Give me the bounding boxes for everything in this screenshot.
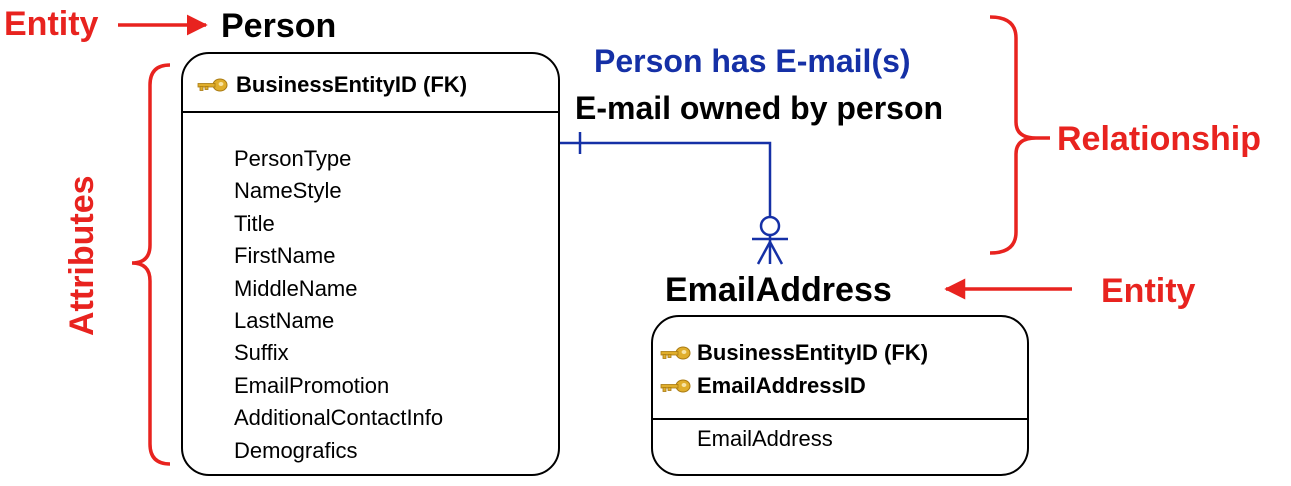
person-entity-title: Person: [221, 7, 337, 45]
email-key-field-1: BusinessEntityID (FK): [697, 340, 929, 365]
person-key-row: BusinessEntityID (FK): [194, 74, 467, 96]
attributes-label: Attributes: [63, 175, 101, 336]
relationship-line: [560, 141, 772, 217]
attribute-item: EmailPromotion: [234, 372, 390, 398]
attribute-item: Suffix: [234, 340, 289, 366]
person-attribute-list: PersonType NameStyle Title FirstName Mid…: [234, 143, 443, 467]
person-key-field: BusinessEntityID (FK): [236, 72, 468, 97]
email-entity-title: EmailAddress: [665, 271, 892, 309]
relationship-reverse-text: E-mail owned by person: [575, 90, 944, 126]
attribute-item: EmailAddress: [697, 426, 833, 451]
relationship-label: Relationship: [1057, 120, 1262, 158]
entity-label-right: Entity: [1101, 272, 1196, 310]
person-key-divider: [183, 111, 558, 113]
attribute-item: FirstName: [234, 243, 336, 269]
attribute-item: Demografics: [234, 437, 358, 463]
email-key-field-2: EmailAddressID: [697, 373, 866, 398]
email-key-row-1: BusinessEntityID (FK): [657, 342, 928, 364]
email-attribute-list: EmailAddress: [697, 423, 833, 455]
key-icon: [197, 78, 228, 92]
attribute-item: LastName: [234, 308, 335, 334]
relationship-forward-text: Person has E-mail(s): [594, 43, 911, 79]
attributes-brace: [131, 63, 171, 466]
entity-label-top: Entity: [4, 5, 99, 43]
person-entity-box[interactable]: BusinessEntityID (FK) PersonType NameSty…: [181, 52, 560, 476]
attribute-item: AdditionalContactInfo: [234, 405, 444, 431]
crows-foot-left: [756, 241, 772, 265]
key-icon: [660, 346, 691, 360]
cardinality-zero-mark: [759, 215, 781, 237]
attribute-item: PersonType: [234, 146, 352, 171]
attribute-item: Title: [234, 210, 275, 236]
key-icon: [660, 379, 691, 393]
email-key-row-2: EmailAddressID: [657, 375, 866, 397]
email-key-divider: [653, 418, 1027, 420]
attribute-item: MiddleName: [234, 275, 358, 301]
attribute-item: NameStyle: [234, 178, 342, 204]
email-entity-box[interactable]: BusinessEntityID (FK) EmailAddressID Ema…: [651, 315, 1029, 476]
crows-foot-right: [768, 241, 784, 265]
relationship-brace: [989, 15, 1037, 255]
